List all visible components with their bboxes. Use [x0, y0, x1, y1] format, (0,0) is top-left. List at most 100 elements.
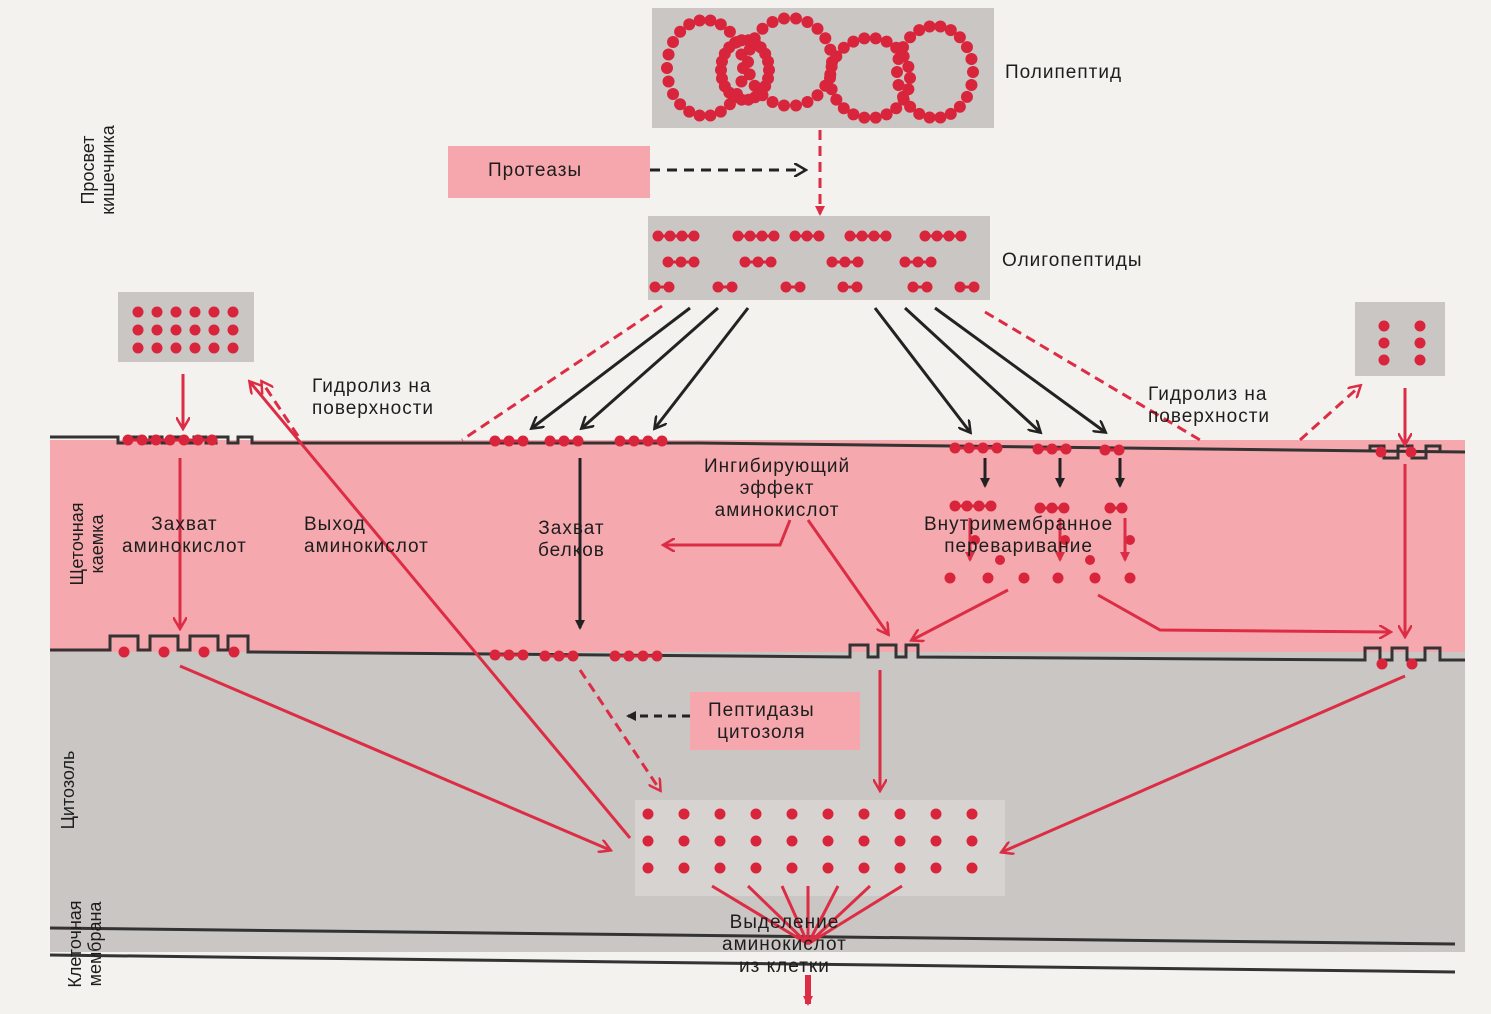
- amino-acid-dot: [965, 79, 977, 91]
- amino-acid-dot: [858, 112, 870, 124]
- amino-acid-dot: [790, 12, 802, 24]
- amino-acid-dot: [801, 16, 813, 28]
- amino-acid-dot: [932, 231, 943, 242]
- amino-acid-dot: [897, 91, 909, 103]
- amino-acid-dot: [1377, 659, 1388, 670]
- amino-acid-dot: [715, 809, 726, 820]
- oligo-arrow-4: [875, 308, 970, 432]
- amino-acid-dot: [859, 863, 870, 874]
- label-brush-border: Щеточная каемка: [67, 489, 111, 599]
- amino-acid-dot: [961, 91, 973, 103]
- amino-acid-dot: [974, 501, 985, 512]
- amino-acid-dot: [922, 282, 933, 293]
- amino-acid-dot: [209, 343, 220, 354]
- amino-acid-dot: [812, 89, 824, 101]
- amino-acid-dot: [133, 343, 144, 354]
- amino-acid-dot: [840, 257, 851, 268]
- amino-acid-dot: [661, 62, 673, 74]
- amino-acid-dot: [819, 32, 831, 44]
- amino-acid-dot: [859, 836, 870, 847]
- amino-acid-dot: [727, 282, 738, 293]
- label-protein-uptake: Захват белков: [538, 518, 605, 562]
- amino-acid-dot: [891, 66, 903, 78]
- amino-acid-dot: [781, 282, 792, 293]
- amino-acid-dot: [713, 282, 724, 293]
- amino-acid-dot: [893, 79, 905, 91]
- amino-acid-dot: [969, 282, 980, 293]
- amino-acid-dot: [950, 443, 961, 454]
- amino-acid-dot: [667, 36, 679, 48]
- amino-acid-dot: [704, 14, 716, 26]
- amino-acid-dot: [790, 231, 801, 242]
- amino-acid-dot: [733, 231, 744, 242]
- amino-acid-dot: [663, 76, 675, 88]
- amino-acid-dot: [638, 651, 649, 662]
- amino-acid-dot: [766, 257, 777, 268]
- label-oligopeptides: Олигопептиды: [1002, 250, 1143, 272]
- amino-acid-dot: [1114, 445, 1125, 456]
- amino-acid-dot: [965, 53, 977, 65]
- amino-acid-dot: [751, 809, 762, 820]
- amino-acid-dot: [769, 231, 780, 242]
- amino-acid-dot: [895, 863, 906, 874]
- amino-acid-dot: [559, 436, 570, 447]
- amino-acid-dot: [1379, 321, 1390, 332]
- amino-acid-dot: [228, 307, 239, 318]
- left-hydrolysis-dashed-b: [262, 382, 298, 436]
- amino-acid-dot: [881, 108, 893, 120]
- amino-acid-dot: [133, 307, 144, 318]
- amino-acid-dot: [950, 501, 961, 512]
- amino-acid-dot: [518, 436, 529, 447]
- amino-acid-dot: [913, 24, 925, 36]
- amino-acid-dot: [753, 257, 764, 268]
- amino-acid-dot: [715, 836, 726, 847]
- amino-acid-dot: [967, 809, 978, 820]
- amino-acid-dot: [1406, 447, 1417, 458]
- amino-acid-dot: [490, 650, 501, 661]
- amino-acid-dot: [934, 20, 946, 32]
- amino-acid-dot: [677, 231, 688, 242]
- amino-acid-dot: [683, 18, 695, 30]
- amino-acid-dot: [689, 231, 700, 242]
- amino-acid-dot: [653, 231, 664, 242]
- amino-acid-dot: [801, 96, 813, 108]
- amino-acid-dot: [1415, 338, 1426, 349]
- amino-acid-dot: [152, 307, 163, 318]
- amino-acid-dot: [920, 231, 931, 242]
- amino-acid-dot: [643, 809, 654, 820]
- amino-acid-dot: [904, 101, 916, 113]
- amino-acid-dot: [657, 436, 668, 447]
- amino-acid-dot: [954, 31, 966, 43]
- amino-acid-dot: [171, 307, 182, 318]
- amino-acid-dot: [814, 231, 825, 242]
- amino-acid-dot: [1379, 355, 1390, 366]
- amino-acid-dot: [1033, 444, 1044, 455]
- amino-acid-dot: [787, 809, 798, 820]
- amino-acid-dot: [1059, 503, 1070, 514]
- amino-acid-dot: [629, 436, 640, 447]
- amino-acid-dot: [1035, 503, 1046, 514]
- amino-acid-dot: [715, 106, 727, 118]
- amino-acid-dot: [674, 98, 686, 110]
- amino-acid-dot: [209, 325, 220, 336]
- label-cytosol: Цитозоль: [58, 740, 82, 840]
- amino-acid-dot: [1376, 447, 1387, 458]
- amino-acid-dot: [490, 436, 501, 447]
- amino-acid-dot: [881, 231, 892, 242]
- amino-acid-dot: [689, 257, 700, 268]
- label-surface-hydrolysis-right: Гидролиз на поверхности: [1148, 384, 1270, 428]
- amino-acid-dot: [193, 435, 204, 446]
- label-surface-hydrolysis-left: Гидролиз на поверхности: [312, 376, 434, 420]
- amino-acid-dot: [751, 863, 762, 874]
- amino-acid-dot: [663, 48, 675, 60]
- amino-acid-dot: [967, 863, 978, 874]
- amino-acid-dot: [983, 573, 994, 584]
- label-proteases: Протеазы: [488, 160, 582, 182]
- amino-acid-dot: [742, 56, 754, 68]
- amino-acid-dot: [504, 650, 515, 661]
- amino-acid-dot: [931, 863, 942, 874]
- amino-acid-dot: [663, 257, 674, 268]
- amino-acid-dot: [1117, 503, 1128, 514]
- amino-acid-dot: [823, 836, 834, 847]
- amino-acid-dot: [1379, 338, 1390, 349]
